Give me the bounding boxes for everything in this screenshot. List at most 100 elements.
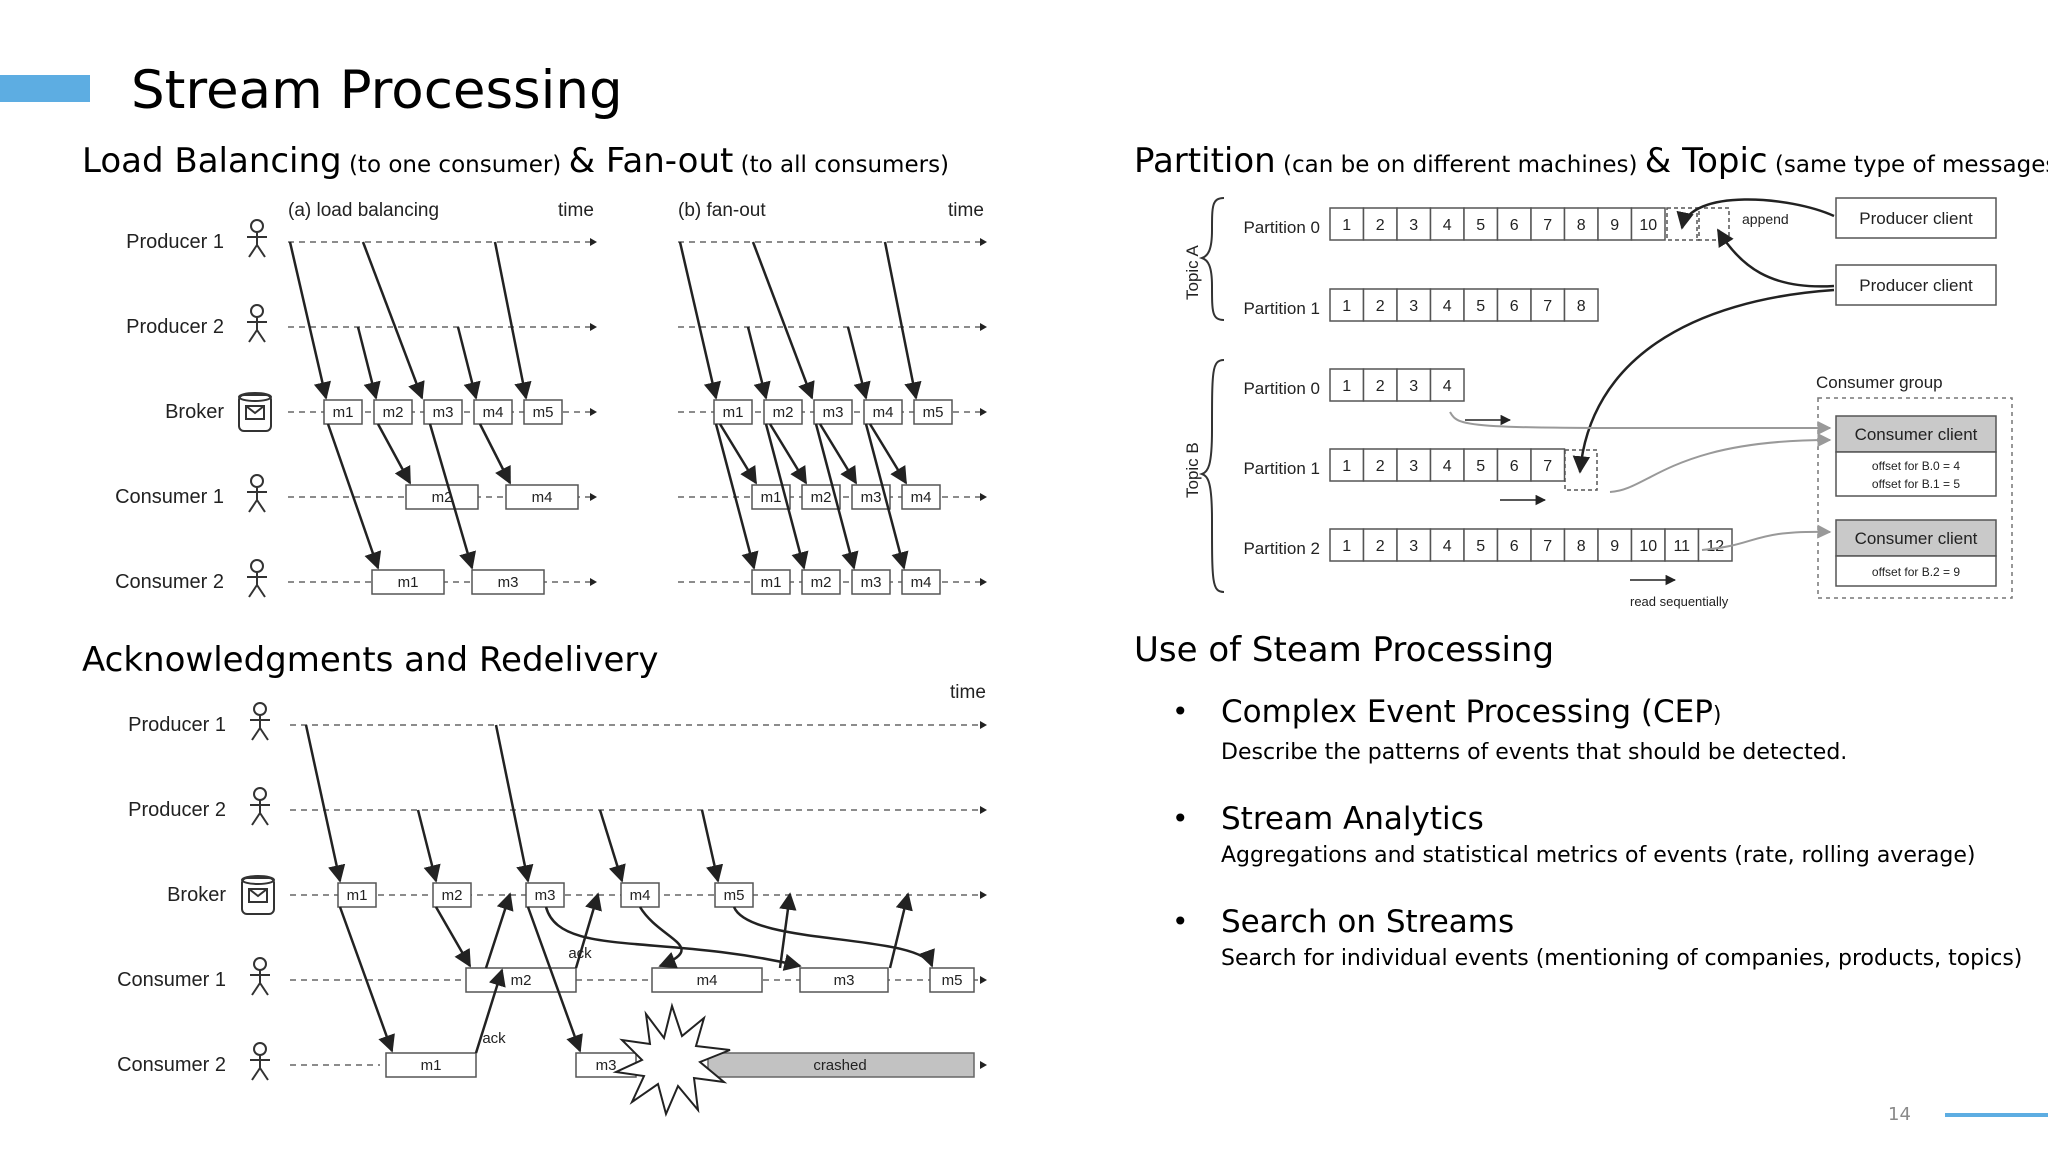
log-cell: 5	[1463, 207, 1499, 241]
partition-label: Partition 0	[1243, 379, 1320, 398]
role-label: Producer 2	[126, 316, 224, 338]
log-cell: 1	[1329, 207, 1365, 241]
consumer-message: m2	[811, 574, 832, 591]
crashed-bar	[707, 1052, 975, 1078]
consumer-message: m1	[421, 1057, 442, 1074]
person-icon	[247, 304, 267, 343]
role-label: Consumer 2	[115, 571, 224, 593]
heading-main: Partition	[1134, 141, 1276, 181]
role-label: Producer 1	[126, 231, 224, 253]
log-cell-offset: 7	[1543, 458, 1552, 475]
log-cell-offset: 6	[1510, 458, 1519, 475]
person-icon	[250, 702, 270, 741]
log-cell-offset: 1	[1342, 458, 1351, 475]
offset-label: offset for B.1 = 5	[1872, 477, 1960, 491]
log-cell: 2	[1362, 207, 1398, 241]
title-accent-bar	[0, 75, 90, 102]
log-cell-offset: 8	[1577, 538, 1586, 555]
bullet: •	[1172, 905, 1189, 938]
log-cell: 1	[1329, 528, 1365, 562]
consumer-message: m3	[861, 489, 882, 506]
partition-label: Partition 2	[1243, 539, 1320, 558]
broker-message: m3	[823, 404, 844, 421]
person-icon	[247, 219, 267, 258]
role-label: Consumer 1	[117, 969, 226, 991]
log-cell-offset: 3	[1409, 538, 1418, 555]
time-label: time	[558, 200, 594, 221]
consumer-client-box: Consumer client offset for B.2 = 9	[1835, 519, 1997, 587]
log-cell: 6	[1496, 288, 1532, 322]
ack-redelivery-diagram: time Producer 1 Producer 2 Broker Consum…	[117, 682, 987, 1118]
producer-client-label: Producer client	[1859, 209, 1973, 228]
log-cell: 2	[1362, 448, 1398, 482]
log-cell: 2	[1362, 528, 1398, 562]
consumer-message: m2	[511, 972, 532, 989]
log-cell-offset: 4	[1443, 217, 1452, 234]
log-cell-offset: 3	[1409, 378, 1418, 395]
log-cell-offset: 5	[1476, 458, 1485, 475]
log-cell-offset: 4	[1443, 378, 1452, 395]
log-cell: 12	[1697, 528, 1733, 562]
log-cell: 2	[1362, 288, 1398, 322]
bullet: •	[1172, 695, 1189, 728]
log-cell: 8	[1563, 528, 1599, 562]
log-cell-offset: 6	[1510, 217, 1519, 234]
person-icon	[247, 474, 267, 513]
log-cell: 4	[1429, 288, 1465, 322]
consumer-message: m3	[596, 1057, 617, 1074]
log-cell: 1	[1329, 368, 1365, 402]
partition-topic-diagram: Topic A Topic B Partition 0 Partition 1 …	[1183, 197, 2013, 609]
log-cell: 6	[1496, 448, 1532, 482]
log-cell-offset: 3	[1409, 298, 1418, 315]
partition-label: Partition 1	[1243, 299, 1320, 318]
broker-message: m4	[483, 404, 504, 421]
time-label: time	[948, 200, 984, 221]
log-cell-offset: 2	[1376, 298, 1385, 315]
consumer-client-label: Consumer client	[1855, 425, 1978, 444]
log-cell-offset: 2	[1376, 378, 1385, 395]
topic-label: Topic A	[1183, 245, 1202, 300]
broker-message: m1	[333, 404, 354, 421]
heading-amp: &	[568, 141, 606, 181]
broker-message: m2	[383, 404, 404, 421]
log-cell-offset: 1	[1342, 378, 1351, 395]
log-cell: 3	[1396, 368, 1432, 402]
consumer-client-box: Consumer client offset for B.0 = 4 offse…	[1835, 415, 1997, 497]
use-case-title: Stream Analytics	[1221, 801, 1484, 837]
log-cell-offset: 1	[1342, 538, 1351, 555]
log-cell-offset: 7	[1543, 538, 1552, 555]
append-label: append	[1742, 211, 1789, 227]
log-cell: 6	[1496, 528, 1532, 562]
log-cell-offset: 8	[1577, 298, 1586, 315]
consumer-client-label: Consumer client	[1855, 529, 1978, 548]
bullet: •	[1172, 802, 1189, 835]
log-cell-offset: 2	[1376, 458, 1385, 475]
broker-message: m5	[923, 404, 944, 421]
use-case-item: • Complex Event Processing (CEP) Describ…	[1134, 692, 2034, 768]
log-cell-offset: 3	[1409, 458, 1418, 475]
log-cell-offset: 10	[1639, 538, 1657, 555]
use-case-item: • Search on Streams Search for individua…	[1134, 902, 2034, 974]
producer-client-label: Producer client	[1859, 276, 1973, 295]
slide-title: Stream Processing	[131, 60, 623, 121]
use-case-description: Search for individual events (mentioning…	[1221, 946, 2023, 971]
caption-fan-out: (b) fan-out	[678, 200, 766, 221]
caption-load-balancing: (a) load balancing	[288, 200, 439, 221]
log-cell: 4	[1429, 207, 1465, 241]
broker-message: m5	[724, 887, 745, 904]
role-label: Producer 2	[128, 799, 226, 821]
heading-amp: &	[1644, 141, 1683, 181]
broker-message: m3	[433, 404, 454, 421]
footer-accent-bar	[1945, 1113, 2048, 1117]
partition-label: Partition 0	[1243, 218, 1320, 237]
ack-redelivery-heading: Acknowledgments and Redelivery	[82, 640, 659, 680]
role-labels: Producer 1 Producer 2 Broker Consumer 1 …	[115, 231, 224, 593]
log-cell-offset: 10	[1639, 217, 1657, 234]
person-icon	[250, 787, 270, 826]
log-cell-offset: 5	[1476, 217, 1485, 234]
log-cell-offset: 6	[1510, 538, 1519, 555]
log-cell-offset: 7	[1543, 298, 1552, 315]
producer-client-box: Producer client	[1835, 264, 1997, 306]
log-cell: 3	[1396, 448, 1432, 482]
